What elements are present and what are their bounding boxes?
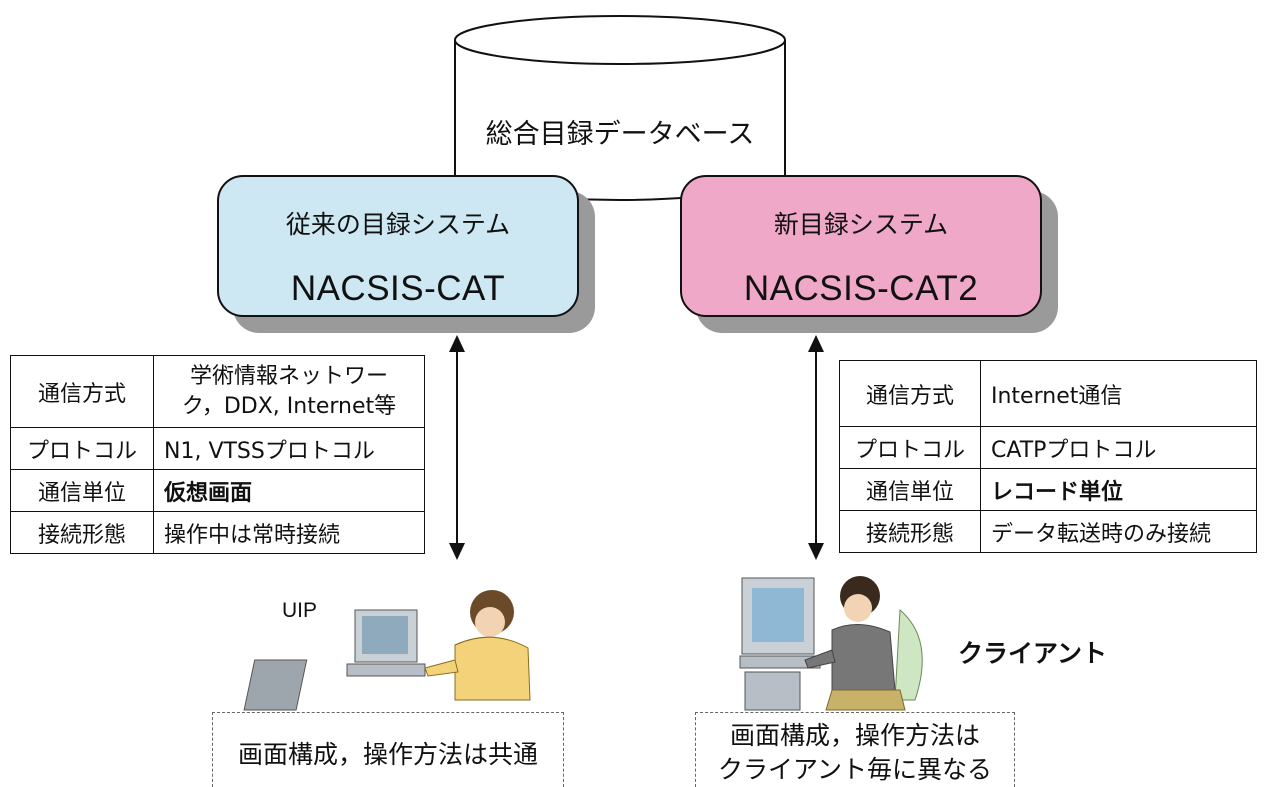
new-connection-arrow bbox=[808, 335, 824, 560]
table-key: プロトコル bbox=[10, 427, 154, 470]
table-key: プロトコル bbox=[839, 426, 981, 469]
table-row: プロトコル N1, VTSSプロトコル bbox=[10, 427, 425, 470]
table-value: 操作中は常時接続 bbox=[153, 511, 425, 554]
table-row: プロトコル CATPプロトコル bbox=[839, 426, 1257, 469]
old-system-subtitle: 従来の目録システム bbox=[285, 210, 511, 239]
table-value-line: 学術情報ネットワーク，DDX, Internet等 bbox=[181, 363, 397, 419]
table-key: 通信方式 bbox=[10, 355, 154, 428]
new-system-note: 画面構成，操作方法はクライアント毎に異なる bbox=[695, 712, 1015, 787]
new-system-box: 新目録システム NACSIS-CAT2 bbox=[680, 175, 1042, 317]
table-key: 接続形態 bbox=[839, 510, 981, 553]
table-key: 通信単位 bbox=[839, 468, 981, 511]
table-key: 接続形態 bbox=[10, 511, 154, 554]
database-cylinder bbox=[454, 15, 786, 201]
new-system-table: 通信方式 Internet通信 プロトコル CATPプロトコル 通信単位 レコー… bbox=[839, 360, 1257, 553]
table-value: N1, VTSSプロトコル bbox=[153, 427, 425, 470]
uip-label: UIP bbox=[282, 599, 318, 622]
table-key: 通信方式 bbox=[839, 360, 981, 427]
table-row: 通信方式 学術情報ネットワーク，DDX, Internet等 bbox=[10, 355, 425, 428]
table-value: データ転送時のみ接続 bbox=[980, 510, 1257, 553]
old-connection-arrow bbox=[449, 335, 465, 560]
database-label: 総合目録データベース bbox=[485, 119, 755, 150]
table-value: CATPプロトコル bbox=[980, 426, 1257, 469]
old-system-name: NACSIS-CAT bbox=[290, 269, 506, 308]
old-system-table: 通信方式 学術情報ネットワーク，DDX, Internet等 プロトコル N1,… bbox=[10, 355, 425, 554]
old-note-text: 画面構成，操作方法は共通 bbox=[237, 740, 538, 769]
new-system-subtitle: 新目録システム bbox=[773, 210, 949, 239]
table-row: 通信単位 レコード単位 bbox=[839, 468, 1257, 511]
table-key: 通信単位 bbox=[10, 469, 154, 512]
old-system-note: 画面構成，操作方法は共通 bbox=[212, 712, 564, 787]
new-system-name: NACSIS-CAT2 bbox=[743, 269, 979, 308]
table-value: Internet通信 bbox=[980, 360, 1257, 427]
old-system-box: 従来の目録システム NACSIS-CAT bbox=[217, 175, 579, 317]
table-value: 学術情報ネットワーク，DDX, Internet等 bbox=[153, 355, 425, 428]
table-value: レコード単位 bbox=[980, 468, 1257, 511]
table-value: 仮想画面 bbox=[153, 469, 425, 512]
client-user-illustration bbox=[739, 576, 923, 711]
uip-user-illustration bbox=[243, 590, 531, 711]
table-row: 接続形態 操作中は常時接続 bbox=[10, 511, 425, 554]
new-note-text: 画面構成，操作方法はクライアント毎に異なる bbox=[717, 721, 992, 784]
table-row: 接続形態 データ転送時のみ接続 bbox=[839, 510, 1257, 553]
table-row: 通信方式 Internet通信 bbox=[839, 360, 1257, 427]
client-label: クライアント bbox=[958, 639, 1108, 668]
table-row: 通信単位 仮想画面 bbox=[10, 469, 425, 512]
